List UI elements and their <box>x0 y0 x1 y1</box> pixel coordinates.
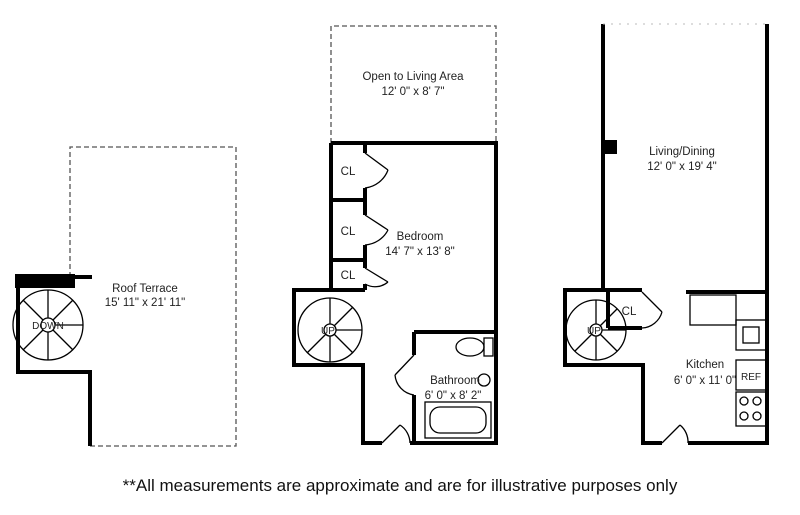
closet-3-label: CL <box>341 270 356 282</box>
spiral-stair-up <box>297 297 363 363</box>
refrigerator-icon <box>735 359 767 391</box>
open-to-living-name: Open to Living Area <box>362 71 464 83</box>
bathtub-icon <box>424 401 492 439</box>
kitchen-door-icon <box>661 424 689 444</box>
stair-up-label: UP <box>321 326 335 337</box>
stove-icon <box>735 391 767 427</box>
closet-2-label: CL <box>341 226 356 238</box>
kitchen-name: Kitchen <box>686 359 724 371</box>
toilet-tank-icon <box>483 337 494 357</box>
bedroom-name: Bedroom <box>397 231 444 243</box>
sink-icon <box>477 373 491 387</box>
living-dining-size: 12' 0" x 19' 4" <box>647 161 716 173</box>
open-to-living-size: 12' 0" x 8' 7" <box>381 86 444 98</box>
bedroom-size: 14' 7" x 13' 8" <box>385 246 454 258</box>
spiral-stair-down <box>12 289 84 361</box>
disclaimer-footnote: **All measurements are approximate and a… <box>122 476 678 495</box>
bathroom-size: 6' 0" x 8' 2" <box>425 390 482 402</box>
bedroom-door-icon <box>381 424 411 444</box>
kitchen-sink-icon <box>735 319 767 351</box>
roof-terrace-area: DOWN Roof Terrace 15' 11" x 21' 11" <box>12 146 237 447</box>
main-level: Living/Dining 12' 0" x 19' 4" CL UP <box>563 23 769 445</box>
bathtub-basin-icon <box>429 406 487 434</box>
floor-plan: DOWN Roof Terrace 15' 11" x 21' 11" Open… <box>12 23 769 447</box>
roof-wall-block <box>15 274 75 288</box>
roof-terrace-name: Roof Terrace <box>112 283 178 295</box>
kitchen <box>661 290 767 444</box>
roof-terrace-size: 15' 11" x 21' 11" <box>105 297 186 309</box>
closets <box>331 143 389 292</box>
toilet-icon <box>455 337 485 357</box>
closet-1-label: CL <box>341 166 356 178</box>
bathroom <box>394 330 496 443</box>
counter-icon <box>689 294 737 326</box>
stair-down-label: DOWN <box>32 321 64 332</box>
bathroom-name: Bathroom <box>430 375 480 387</box>
closet-door-icon <box>641 291 663 329</box>
living-dining-name: Living/Dining <box>649 146 715 158</box>
main-closet-label: CL <box>622 306 637 318</box>
refrigerator-label: REF <box>741 372 761 383</box>
kitchen-size: 6' 0" x 11' 0" <box>674 375 736 387</box>
column-block <box>603 140 617 154</box>
bedroom-level: Open to Living Area 12' 0" x 8' 7" CL CL… <box>292 25 498 445</box>
main-stair-up-label: UP <box>587 326 601 337</box>
spiral-stair-up-main <box>565 299 627 361</box>
